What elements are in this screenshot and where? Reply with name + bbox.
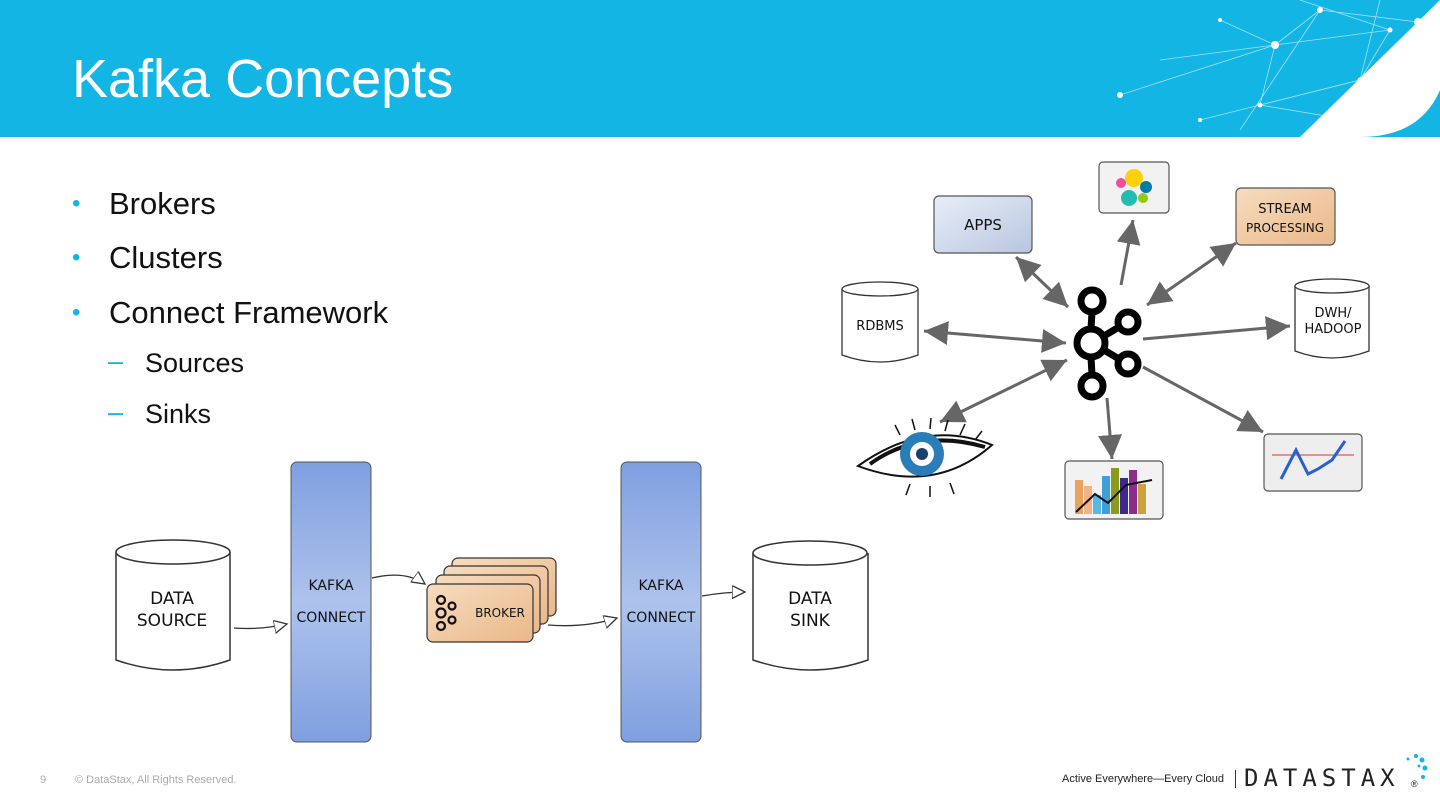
apps-label: APPS <box>964 216 1002 234</box>
line-chart-tile <box>1263 433 1363 492</box>
broker-stack: BROKER <box>426 557 557 643</box>
kafka-logo-icon <box>435 594 457 632</box>
connect1-label-line2: CONNECT <box>297 610 366 626</box>
connect2-label-line2: CONNECT <box>627 610 696 626</box>
bullet-dot: • <box>72 244 81 271</box>
datastax-dots-icon <box>1406 754 1428 779</box>
arrow-connect-to-broker <box>371 575 425 584</box>
broker-label: BROKER <box>475 606 525 620</box>
bullet-dot: • <box>72 190 81 217</box>
arrow-broker-to-connect <box>547 618 617 626</box>
page-number: 9 <box>40 774 47 786</box>
ecosystem-arrows <box>923 219 1291 460</box>
apps-box: APPS <box>933 195 1033 254</box>
rdbms-cylinder: RDBMS <box>841 281 919 363</box>
connect1-label-line1: KAFKA <box>308 578 353 594</box>
rdbms-label: RDBMS <box>856 319 903 334</box>
kafka-connect-bar-1: KAFKA CONNECT <box>290 461 372 743</box>
dwh-hadoop-cylinder: DWH/ HADOOP <box>1294 278 1370 359</box>
elastic-logo-tile <box>1098 161 1170 214</box>
sub-bullet-dash: – <box>108 346 124 376</box>
data-source-cylinder: DATA SOURCE <box>115 539 231 671</box>
data-sink-label-line2: SINK <box>790 611 831 631</box>
slide-title: Kafka Concepts <box>72 49 454 109</box>
data-source-label-line2: SOURCE <box>137 611 207 631</box>
tagline-text: Active Everywhere—Every Cloud <box>1062 773 1225 785</box>
arrow-connect-to-sink <box>701 592 745 596</box>
arrow-source-to-connect <box>233 624 287 629</box>
connect2-label-line1: KAFKA <box>638 578 683 594</box>
stream-label-line2: PROCESSING <box>1246 221 1324 235</box>
bar-chart-tile <box>1064 460 1164 520</box>
elastic-logo-icon <box>1116 169 1152 206</box>
data-source-label-line1: DATA <box>150 589 194 609</box>
header-banner: Kafka Concepts <box>0 0 1440 137</box>
cassandra-eye-icon <box>855 417 994 497</box>
sub-bullet-dash: – <box>108 397 124 427</box>
kafka-connect-bar-2: KAFKA CONNECT <box>620 461 702 743</box>
dwh-label-line1: DWH/ <box>1314 306 1352 321</box>
registered-mark: ® <box>1411 779 1418 789</box>
copyright-text: © DataStax, All Rights Reserved. <box>75 774 237 786</box>
footer-divider <box>1235 770 1236 788</box>
datastax-logo: DATASTAX <box>1244 764 1400 792</box>
data-sink-cylinder: DATA SINK <box>752 540 869 671</box>
stream-processing-box: STREAM PROCESSING <box>1235 187 1336 246</box>
data-sink-label-line1: DATA <box>788 589 832 609</box>
bullet-dot: • <box>72 299 81 326</box>
kafka-logo-icon <box>1073 286 1142 401</box>
stream-label-line1: STREAM <box>1258 202 1312 217</box>
dwh-label-line2: HADOOP <box>1305 322 1362 337</box>
network-graphic <box>1117 0 1440 137</box>
